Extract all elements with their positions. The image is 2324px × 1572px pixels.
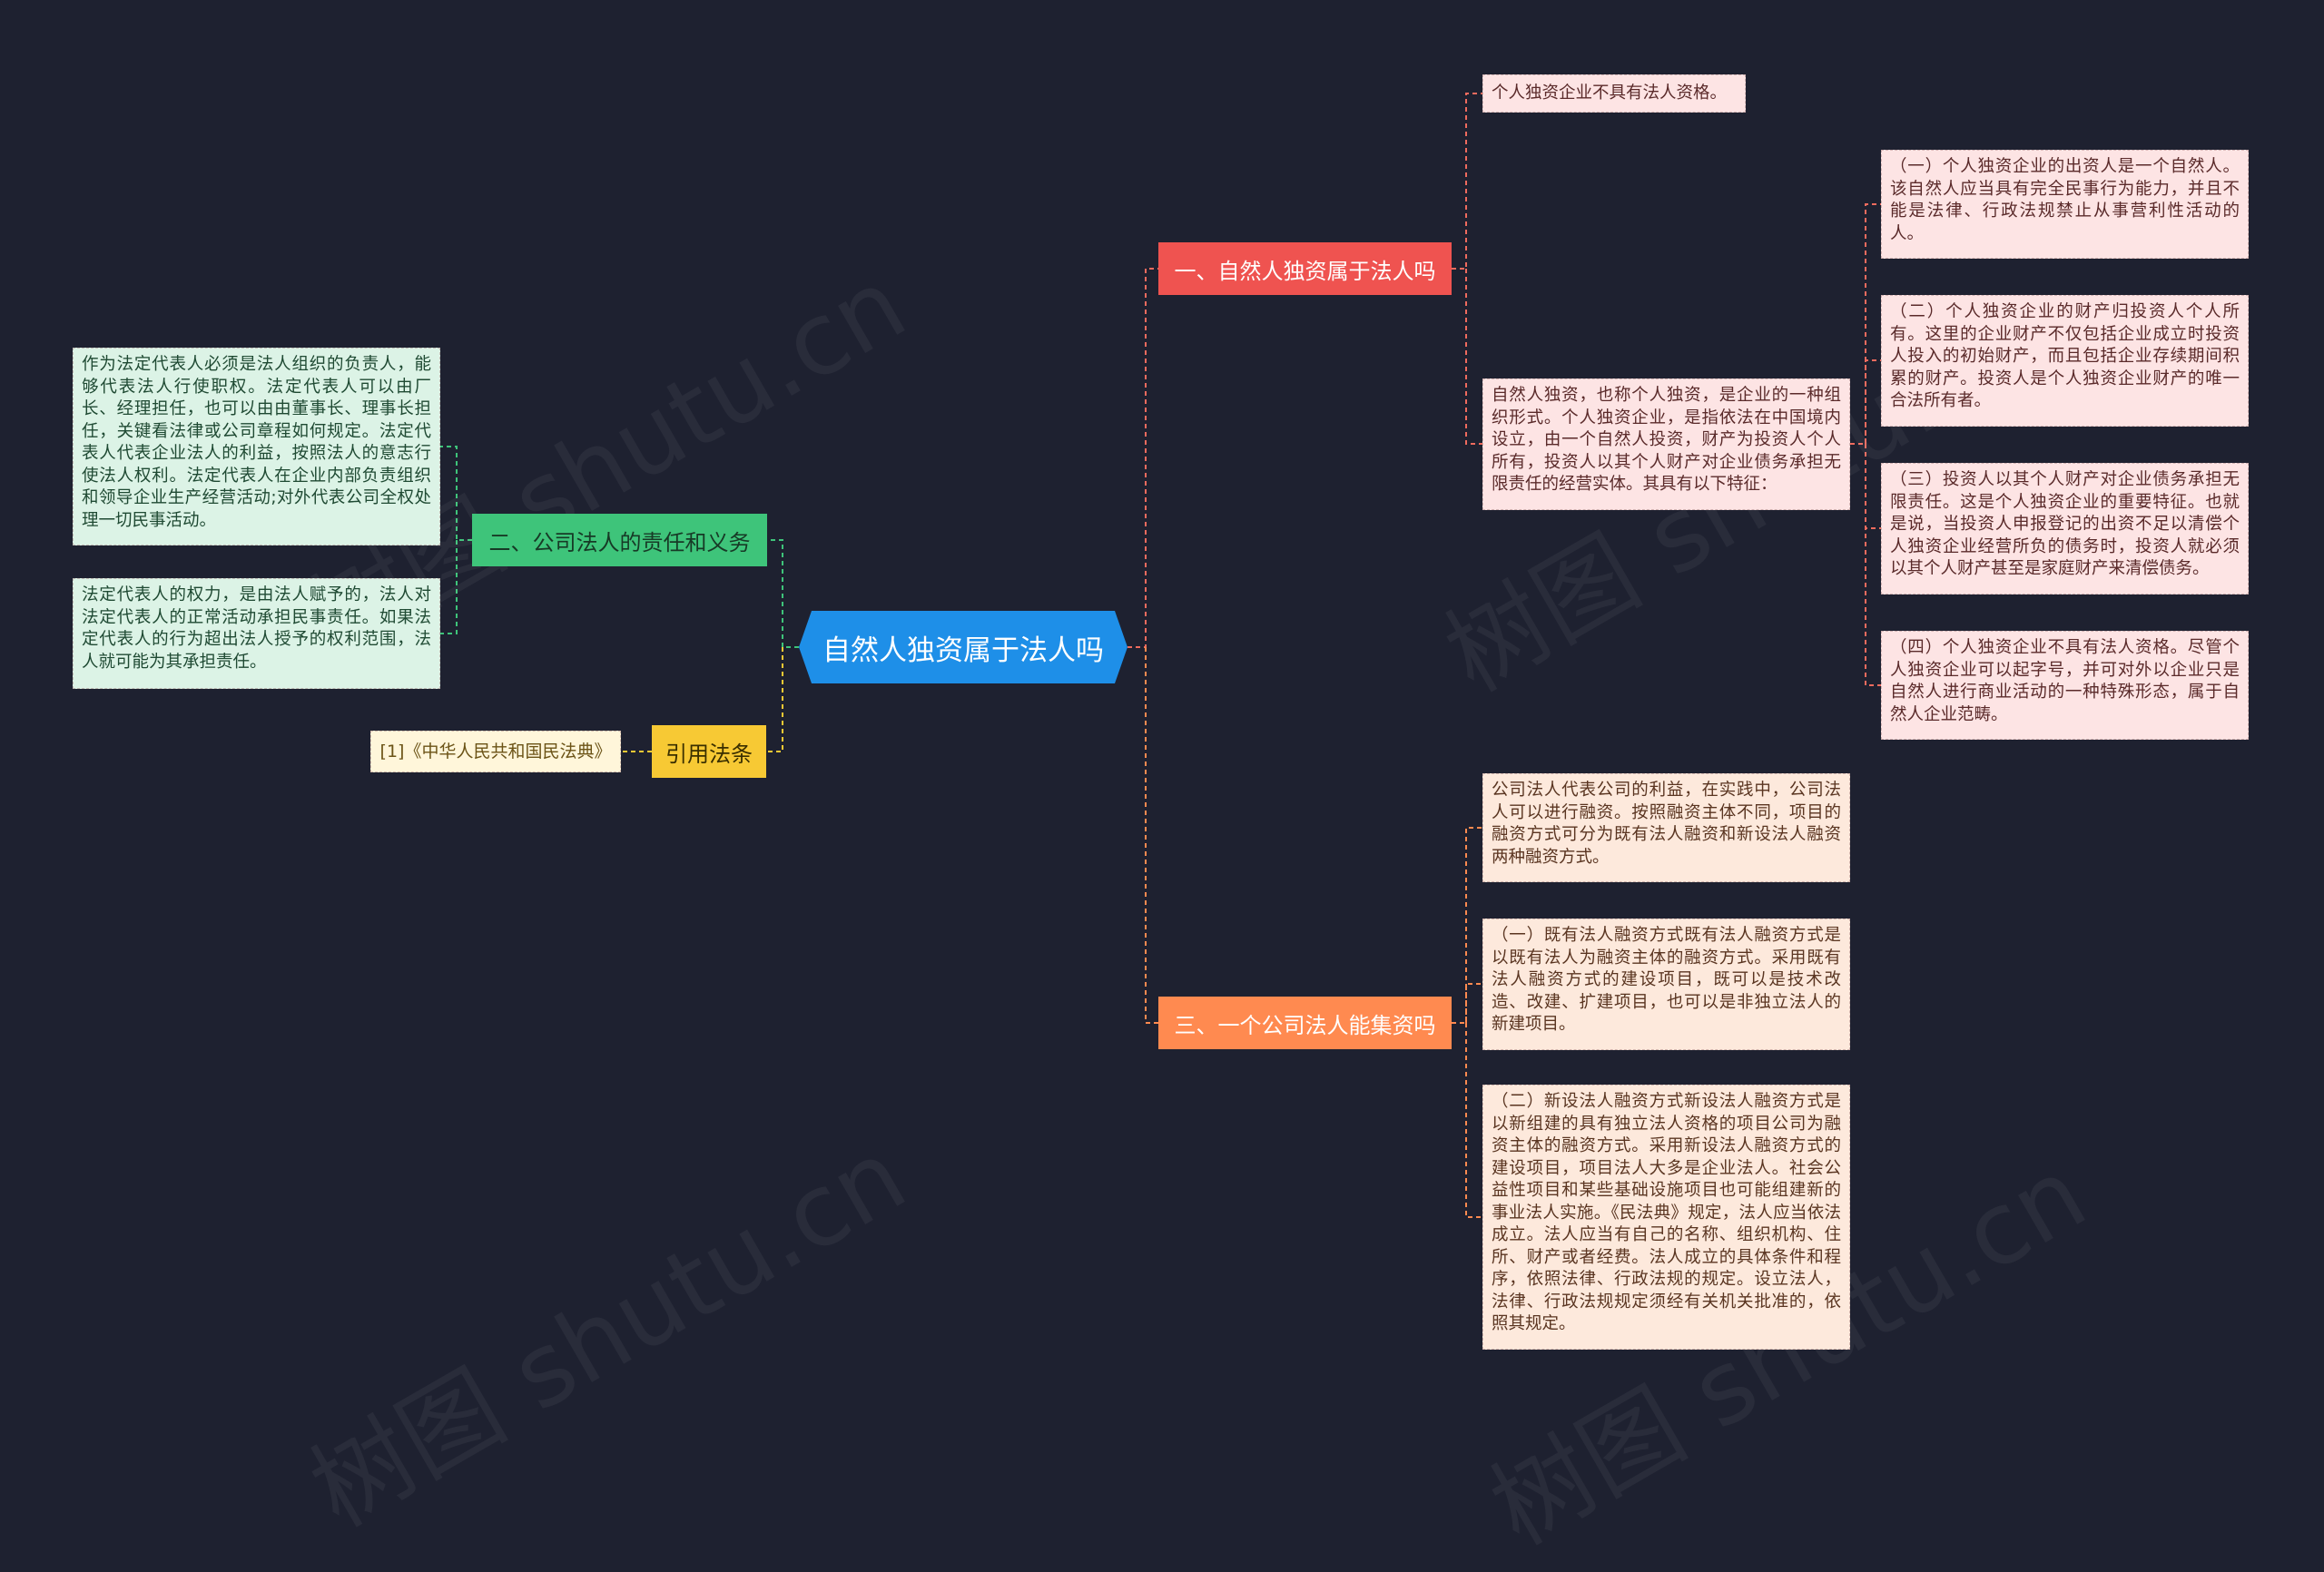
branch-corporate-financing[interactable]: 三、一个公司法人能集资吗	[1158, 997, 1452, 1049]
link-b4-f1	[1452, 827, 1482, 1024]
link-b2-g1	[440, 446, 472, 541]
link-center-b4	[1145, 647, 1158, 1024]
link-mid-q4	[1865, 444, 1881, 686]
leaf-legal-rep-role[interactable]: 作为法定代表人必须是法人组织的负责人，能够代表法人行使职权。法定代表人可以由厂长…	[73, 348, 440, 545]
mind-map-canvas: 树图 shutu.cn 树图 shutu.cn 树图 shutu.cn 树图 s…	[73, 74, 2249, 1567]
leaf-feature-4[interactable]: （四）个人独资企业不具有法人资格。尽管个人独资企业可以起字号，并可对外以企业只是…	[1881, 631, 2249, 740]
leaf-no-legal-person-status[interactable]: 个人独资企业不具有法人资格。	[1482, 74, 1746, 113]
leaf-feature-3[interactable]: （三）投资人以其个人财产对企业债务承担无限责任。这是个人独资企业的重要特征。也就…	[1881, 463, 2249, 594]
link-b1-mid	[1465, 269, 1482, 445]
leaf-feature-2[interactable]: （二）个人独资企业的财产归投资人个人所有。这里的企业财产不仅包括企业成立时投资人…	[1881, 295, 2249, 427]
leaf-definition[interactable]: 自然人独资，也称个人独资，是企业的一种组织形式。个人独资企业，是指依法在中国境内…	[1482, 378, 1850, 510]
link-b4-f2	[1465, 983, 1482, 1023]
link-b1-top	[1452, 93, 1482, 270]
link-center-b3	[766, 647, 783, 752]
link-mid-q3	[1865, 444, 1881, 529]
branch-legal-rep-duties[interactable]: 二、公司法人的责任和义务	[472, 514, 767, 566]
leaf-civil-code-reference[interactable]: [1]《中华人民共和国民法典》	[370, 731, 621, 772]
leaf-new-entity-financing[interactable]: （二）新设法人融资方式新设法人融资方式是以新组建的具有独立法人资格的项目公司为融…	[1482, 1085, 1850, 1350]
link-center-b2	[767, 539, 799, 648]
branch-cited-laws[interactable]: 引用法条	[652, 725, 766, 778]
link-mid-q1	[1850, 203, 1881, 445]
leaf-existing-entity-financing[interactable]: （一）既有法人融资方式既有法人融资方式是以既有法人为融资主体的融资方式。采用既有…	[1482, 919, 1850, 1050]
leaf-feature-1[interactable]: （一）个人独资企业的出资人是一个自然人。该自然人应当具有完全民事行为能力，并且不…	[1881, 150, 2249, 259]
connector-lines	[440, 93, 1881, 1218]
link-b2-g2	[440, 540, 458, 634]
leaf-legal-rep-power[interactable]: 法定代表人的权力，是由法人赋予的，法人对法定代表人的正常活动承担民事责任。如果法…	[73, 578, 440, 689]
link-center-b1	[1128, 268, 1158, 648]
link-b4-f3	[1465, 1023, 1482, 1218]
branch-nature-of-sole-proprietorship[interactable]: 一、自然人独资属于法人吗	[1158, 242, 1452, 295]
leaf-financing-overview[interactable]: 公司法人代表公司的利益，在实践中，公司法人可以进行融资。按照融资主体不同，项目的…	[1482, 773, 1850, 882]
central-topic[interactable]: 自然人独资属于法人吗	[799, 611, 1128, 683]
link-mid-q2	[1865, 359, 1881, 444]
